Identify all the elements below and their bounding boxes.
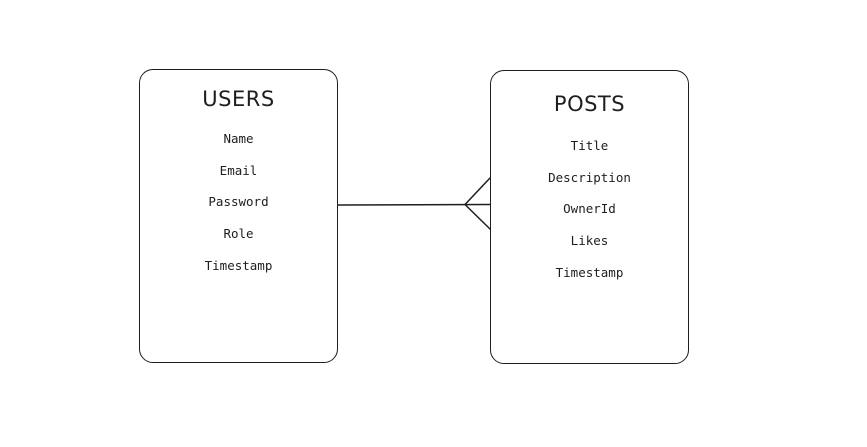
users-field-list: Name Email Password Role Timestamp: [140, 130, 337, 288]
posts-field-timestamp: Timestamp: [555, 264, 624, 280]
posts-field-ownerid: OwnerId: [563, 201, 616, 217]
users-field-timestamp: Timestamp: [204, 257, 273, 273]
relationship-line: [337, 203, 491, 206]
crows-foot-lower-prong: [464, 203, 491, 230]
users-entity-title: USERS: [202, 87, 275, 111]
users-field-password: Password: [208, 194, 269, 210]
users-entity-box: USERS Name Email Password Role Timestamp: [139, 69, 338, 363]
users-field-role: Role: [223, 226, 254, 242]
users-field-name: Name: [223, 131, 254, 146]
crows-foot-many-marker: [464, 177, 491, 230]
posts-field-title: Title: [570, 138, 609, 153]
posts-entity-title: POSTS: [553, 92, 626, 116]
crows-foot-upper-prong: [464, 177, 491, 206]
posts-field-likes: Likes: [570, 233, 609, 249]
users-field-email: Email: [219, 162, 258, 178]
posts-entity-box: POSTS Title Description OwnerId Likes Ti…: [490, 70, 689, 364]
posts-field-description: Description: [548, 169, 631, 185]
posts-field-list: Title Description OwnerId Likes Timestam…: [491, 137, 688, 295]
